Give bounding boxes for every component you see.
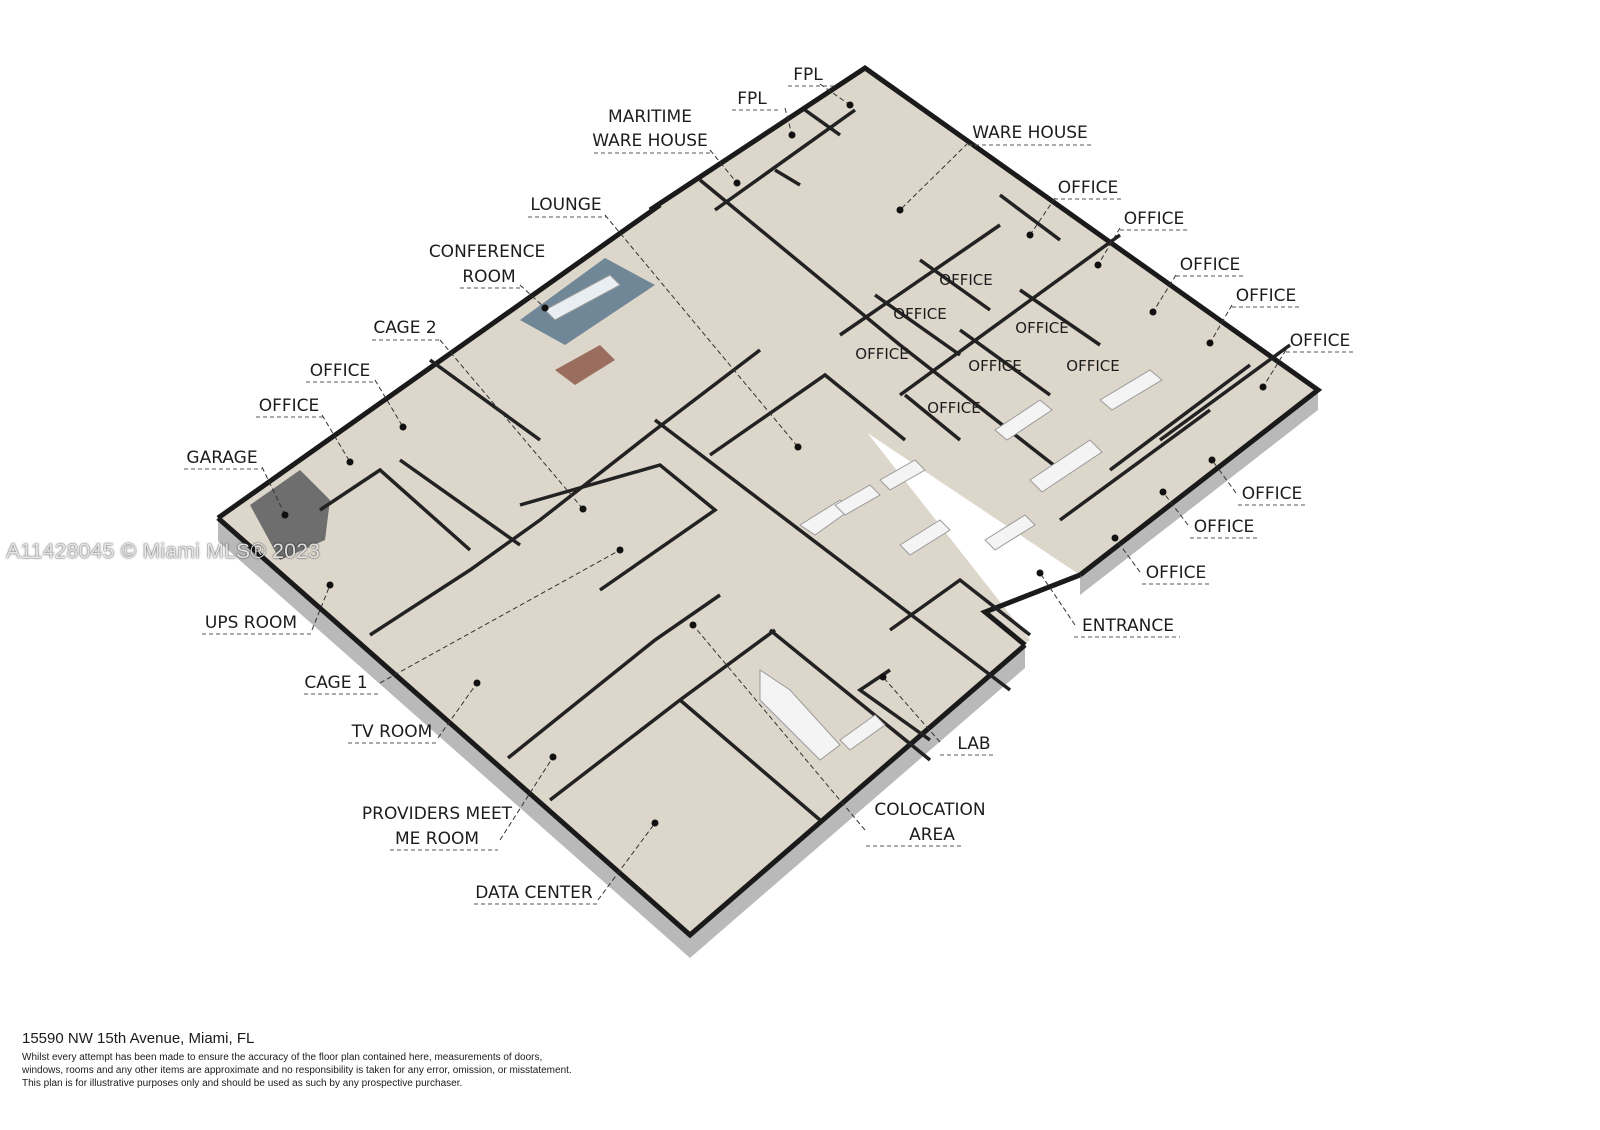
lounge-accent [555, 345, 615, 385]
label-office-in-5: OFFICE [968, 357, 1021, 375]
label-fpl-1: FPL [793, 65, 823, 85]
inner-room-labels: OFFICE OFFICE OFFICE OFFICE OFFICE OFFIC… [855, 271, 1119, 417]
label-office-r6: OFFICE [1242, 484, 1303, 504]
label-office-r7: OFFICE [1194, 517, 1255, 537]
label-fpl-2: FPL [737, 89, 767, 109]
label-colocation-1: COLOCATION [874, 800, 985, 820]
label-lounge: LOUNGE [530, 195, 601, 215]
label-office-in-4: OFFICE [855, 345, 908, 363]
label-office-in-2: OFFICE [893, 305, 946, 323]
label-office-left-1: OFFICE [310, 361, 371, 381]
label-providers-2: ME ROOM [395, 829, 479, 849]
label-office-r1: OFFICE [1058, 178, 1119, 198]
label-conference-2: ROOM [462, 267, 515, 287]
label-colocation-2: AREA [909, 825, 955, 845]
label-office-r5: OFFICE [1290, 331, 1351, 351]
label-conference-1: CONFERENCE [429, 242, 545, 262]
label-office-in-3: OFFICE [1015, 319, 1068, 337]
label-office-left-2: OFFICE [259, 396, 320, 416]
mls-watermark: A11428045 © Miami MLS® 2023 [6, 540, 321, 563]
disclaimer-line: Whilst every attempt has been made to en… [22, 1052, 543, 1063]
label-office-in-6: OFFICE [1066, 357, 1119, 375]
label-office-in-1: OFFICE [939, 271, 992, 289]
label-providers-1: PROVIDERS MEET [362, 804, 513, 824]
leader-lines [261, 83, 1287, 901]
label-lab: LAB [957, 734, 990, 754]
building-base [218, 70, 1318, 958]
label-tv-room: TV ROOM [351, 722, 433, 742]
label-office-r4: OFFICE [1236, 286, 1297, 306]
label-office-r2: OFFICE [1124, 209, 1185, 229]
label-data-center: DATA CENTER [475, 883, 593, 903]
disclaimer-line: windows, rooms and any other items are a… [22, 1065, 572, 1076]
label-maritime-1: MARITIME [608, 107, 692, 127]
label-maritime-2: WARE HOUSE [592, 131, 708, 151]
label-ups-room: UPS ROOM [205, 613, 297, 633]
label-cage-1: CAGE 1 [304, 673, 367, 693]
room-labels: FPL FPL MARITIME WARE HOUSE WARE HOUSE L… [184, 65, 1356, 905]
label-entrance: ENTRANCE [1082, 616, 1174, 636]
label-office-in-7: OFFICE [927, 399, 980, 417]
property-address: 15590 NW 15th Avenue, Miami, FL [22, 1030, 255, 1047]
furniture [544, 274, 1163, 761]
label-warehouse: WARE HOUSE [972, 123, 1088, 143]
disclaimer: Whilst every attempt has been made to en… [22, 1051, 722, 1090]
disclaimer-line: This plan is for illustrative purposes o… [22, 1078, 463, 1089]
label-office-r8: OFFICE [1146, 563, 1207, 583]
garage-floor [250, 470, 330, 560]
outer-walls [216, 64, 1323, 939]
plan-footer: 15590 NW 15th Avenue, Miami, FL Whilst e… [22, 1030, 722, 1090]
label-cage-2: CAGE 2 [373, 318, 436, 338]
label-garage: GARAGE [186, 448, 257, 468]
label-office-r3: OFFICE [1180, 255, 1241, 275]
